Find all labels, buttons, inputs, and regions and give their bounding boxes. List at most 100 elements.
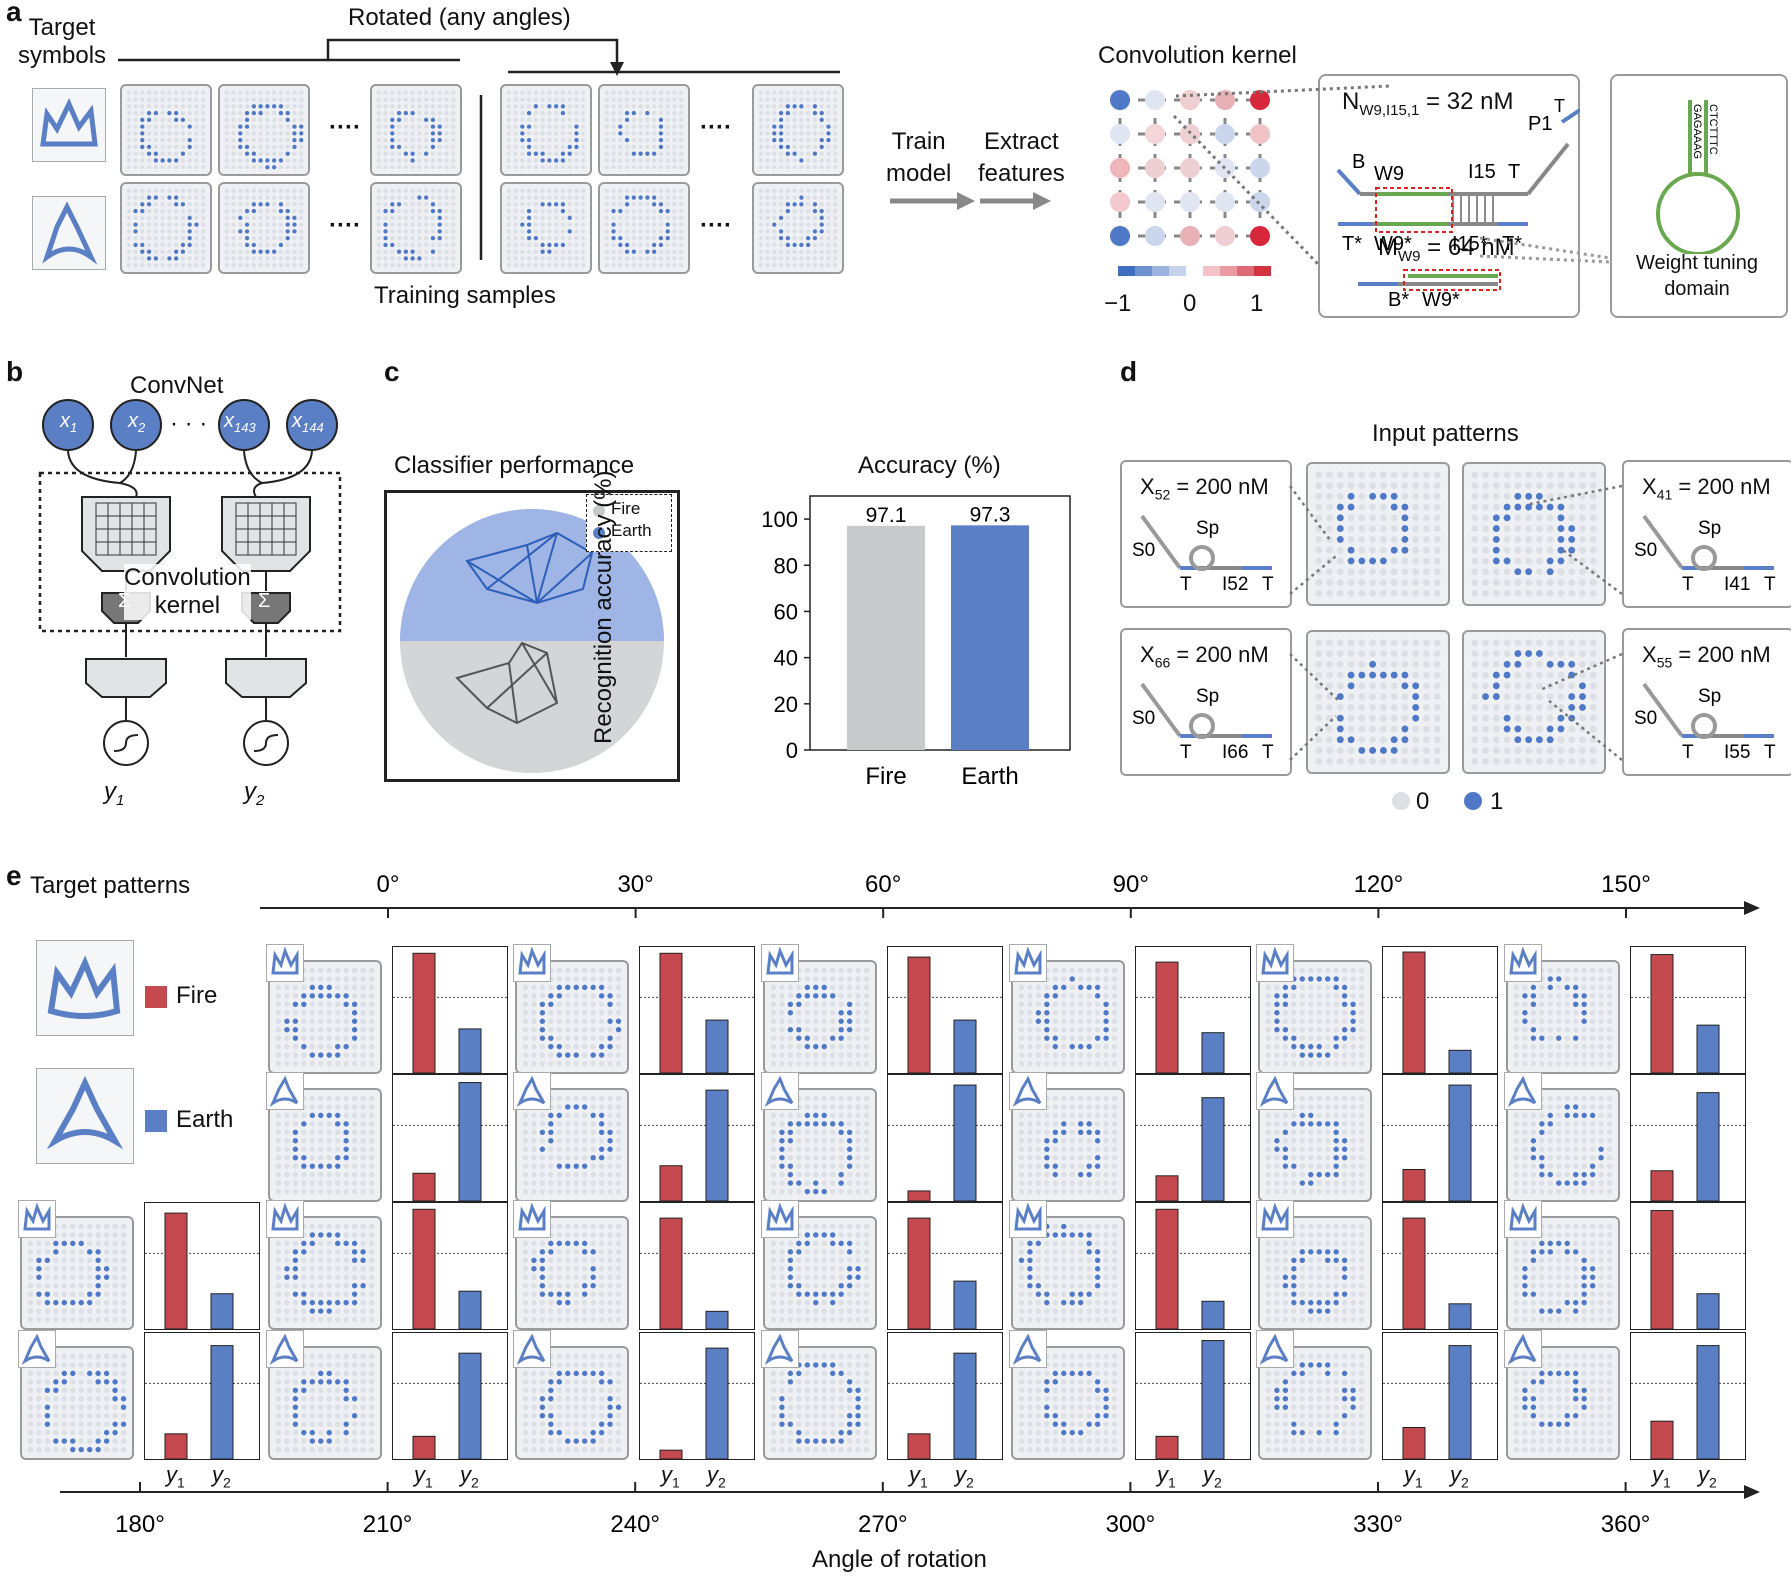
bar-y1 [1650,1420,1674,1460]
bar-y1 [1402,1217,1426,1330]
bar-y1 [1155,961,1179,1074]
activation-bar-chart [1135,1332,1251,1460]
convnet-diagram [38,399,342,766]
bar-x-label: y2 [955,1462,974,1491]
legend-1-label: 1 [1490,788,1504,815]
fire-network [465,531,594,605]
bar-x-label: y1 [1652,1462,1671,1491]
strand-label: T [1682,742,1694,763]
angle-tick-label: 150° [1601,871,1651,898]
strand-label: T [1180,574,1192,595]
training-sample-tile [218,84,310,176]
svg-text:T*: T* [1342,233,1362,255]
rotated-pattern-tile [515,960,629,1074]
training-sample-tile [120,84,212,176]
bar-y1 [907,956,931,1074]
bar-x-label: y1 [1157,1462,1176,1491]
strand-label: I66 [1222,742,1248,763]
training-sample-tile [120,182,212,274]
bar-y2 [1696,1024,1720,1074]
pattern-thumbnail [1256,944,1294,982]
target-pattern-earth [36,1068,134,1164]
ellipsis-4: ···· [700,212,732,239]
concentration-label: X55 = 200 nM [1642,642,1771,671]
pattern-thumbnail [761,1330,799,1368]
strand-label: T [1262,742,1274,763]
pattern-thumbnail [1256,1072,1294,1110]
bar-y1 [1650,954,1674,1074]
bar-y2 [953,1084,977,1202]
bar-y2 [705,1347,729,1460]
bar-y1 [659,952,683,1074]
activation-bar-chart [887,1332,1003,1460]
pattern-thumbnail [1504,1200,1542,1238]
bar-y2 [1201,1097,1225,1202]
input-patterns-title: Input patterns [1372,420,1519,447]
pattern-thumbnail [1504,1072,1542,1110]
dna-strand-diagram: P1 T B W9 I15 T T* W9* I15* T* B* W9* [1336,96,1580,311]
activation-bar-chart [639,946,755,1074]
svg-text:GAGAAAG: GAGAAAG [1691,104,1703,159]
activation-bar-chart [887,1202,1003,1330]
angle-tick-label: 270° [858,1511,908,1538]
legend-0-label: 0 [1416,788,1430,815]
legend-earth-label: Earth [176,1106,234,1133]
strand-label: S0 [1132,540,1155,561]
activation-bar-chart [639,1202,755,1330]
kernel-weight-node [1180,226,1200,246]
concentration-label: X52 = 200 nM [1140,474,1269,503]
input-x143: x143 [224,410,256,435]
strand-label: Sp [1698,518,1721,539]
convnet-input-nodes [42,399,338,451]
bar-x-label: y2 [1450,1462,1469,1491]
kernel-weight-node [1250,192,1270,212]
bar-y2 [210,1293,234,1330]
angle-tick-label: 0° [377,871,400,898]
pattern-thumbnail [1009,1200,1047,1238]
activation-bar-chart [887,946,1003,1074]
bar-y2 [458,1290,482,1330]
kernel-weight-node [1215,124,1235,144]
bar-y1 [1402,951,1426,1074]
pattern-thumbnail [266,1200,304,1238]
activation-bar-chart [639,1332,755,1460]
kernel-weight-node [1250,158,1270,178]
kernel-right [221,496,311,624]
kernel-weight-node [1250,90,1270,110]
activation-bar-chart [392,1332,508,1460]
target-pattern-fire [36,940,134,1036]
accuracy-bar-earth [951,525,1029,750]
activation-bar-chart [1135,1074,1251,1202]
bar-x-label: y2 [460,1462,479,1491]
pattern-thumbnail [18,1330,56,1368]
rotated-label: Rotated (any angles) [348,4,571,31]
bar-x-label: y2 [1698,1462,1717,1491]
concentration-label: X41 = 200 nM [1642,474,1771,503]
kernel-weight-node [1145,192,1165,212]
pattern-thumbnail [1256,1200,1294,1238]
target-symbol-earth [32,196,106,270]
angle-tick-label: 60° [865,871,901,898]
training-sample-tile [500,84,592,176]
bar-x-label: y1 [1404,1462,1423,1491]
bar-x-label: y1 [909,1462,928,1491]
activation-bar-chart [887,1074,1003,1202]
angle-tick-label: 300° [1106,1511,1156,1538]
training-sample-tile [500,182,592,274]
svg-text:T*: T* [1502,233,1522,255]
legend-0-dot [1392,792,1410,810]
strand-label: Sp [1196,686,1219,707]
bar-y1 [1650,1210,1674,1330]
bar-y1 [659,1165,683,1202]
bar-y2 [458,1028,482,1074]
input-x2: x2 [128,410,146,435]
bar-y1 [907,1217,931,1330]
bar-x-label: y2 [1203,1462,1222,1491]
target-symbols-label: Target symbols [18,14,107,69]
strand-label: S0 [1634,540,1657,561]
pattern-thumbnail [266,1072,304,1110]
convnet-title: ConvNet [130,372,224,399]
bar-y1 [412,1435,436,1460]
